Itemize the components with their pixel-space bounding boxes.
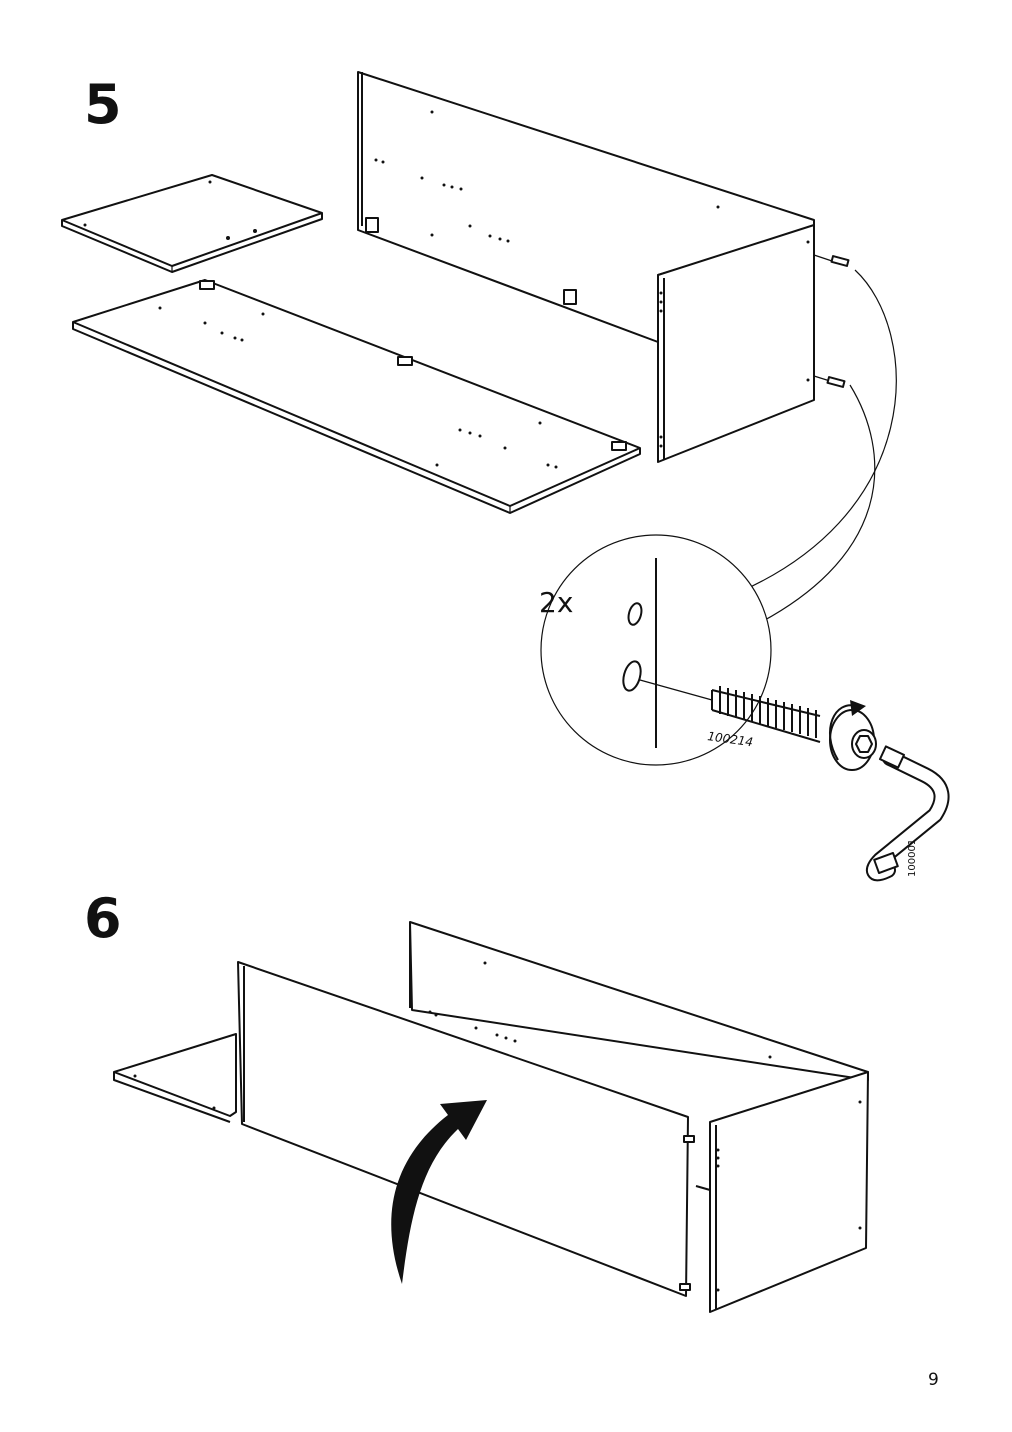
allen-key-part-number: 100001	[907, 839, 918, 877]
side-panel	[657, 224, 815, 463]
step-number-5: 5	[84, 73, 122, 136]
allen-key-icon	[866, 745, 950, 882]
step-number-6: 6	[84, 887, 122, 950]
detail-callout	[540, 534, 772, 766]
side-screws	[813, 254, 850, 388]
lift-arrow-icon	[391, 1100, 487, 1284]
callout-leader-top	[719, 269, 897, 601]
page-number: 9	[928, 1370, 939, 1390]
callout-quantity: 2x	[539, 586, 573, 619]
step5-drawing: 2x 100214 100001	[61, 71, 950, 882]
small-shelf-panel	[61, 174, 323, 273]
cam-lock-screw-icon	[711, 686, 877, 771]
screw-part-number: 100214	[707, 729, 754, 749]
step6-drawing	[113, 921, 869, 1313]
bottom-panel	[113, 1033, 237, 1123]
bottom-panel	[72, 279, 641, 514]
callout-leader-bottom	[734, 384, 876, 636]
side-panel	[695, 1071, 869, 1313]
